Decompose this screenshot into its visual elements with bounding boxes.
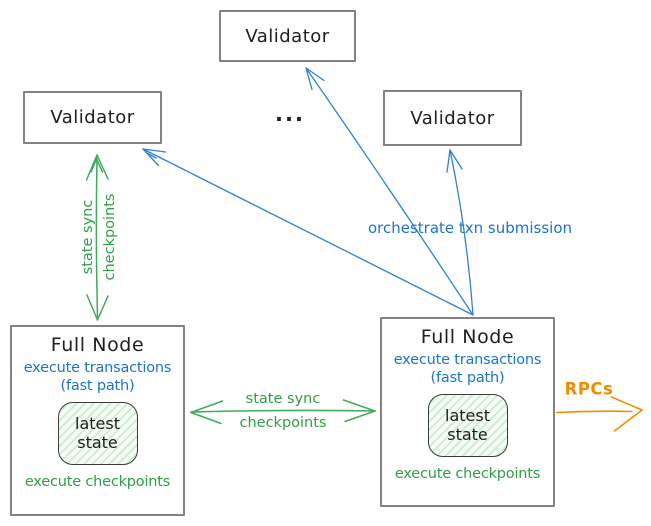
validator-right-label: Validator [410,107,495,129]
execute-checkpoints-label-right: execute checkpoints [394,466,541,483]
latest-state-line2: state [77,432,118,452]
full-node-right-exec: execute transactions (fast path) [394,351,542,387]
latest-state-line2: state [447,424,488,444]
full-node-left-exec: execute transactions (fast path) [24,359,172,395]
full-node-right-title: Full Node [420,326,515,348]
latest-state-line1: latest [445,406,490,426]
orchestrate-label: orchestrate txn submission [367,219,573,237]
latest-state-box-right: latest state [427,394,508,458]
validator-box-right: Validator [383,90,522,146]
exec-transactions-label: execute transactions [23,360,172,376]
latest-state-box-left: latest state [57,402,138,466]
left-sync-label-line2: checkpoints [102,193,118,281]
latest-state-line1: latest [75,414,120,434]
left-sync-label-line1: state sync [80,199,96,275]
fast-path-label: (fast path) [60,378,135,395]
full-node-box-right: Full Node execute transactions (fast pat… [380,317,555,507]
rpc-arrow [556,396,643,432]
full-node-box-left: Full Node execute transactions (fast pat… [10,325,185,516]
fast-path-label: (fast path) [430,370,505,387]
execute-checkpoints-label-left: execute checkpoints [24,474,171,491]
validator-box-top: Validator [219,10,356,62]
validator-top-label: Validator [245,25,330,47]
mid-sync-label-line2: checkpoints [239,415,327,431]
validators-ellipsis: ... [275,102,305,126]
rpc-label: RPCs [564,379,614,399]
validator-left-label: Validator [50,107,135,128]
exec-transactions-label: execute transactions [393,352,542,368]
validator-box-left: Validator [23,91,162,144]
full-node-left-title: Full Node [50,334,145,356]
mid-sync-label-line1: state sync [245,391,321,407]
